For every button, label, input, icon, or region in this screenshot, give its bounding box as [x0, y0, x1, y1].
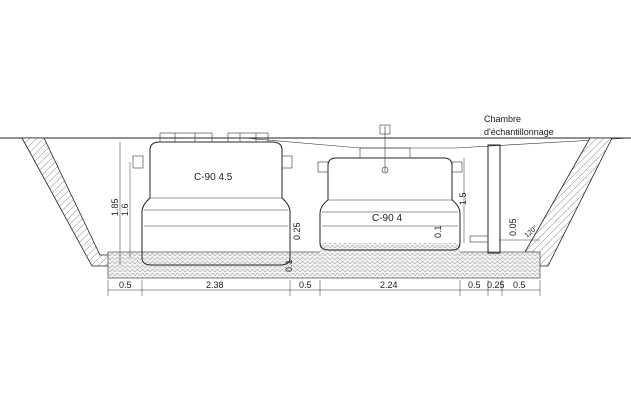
gap-dim: 0.25 — [292, 222, 302, 240]
base-dim: 0.1 — [284, 259, 294, 272]
tank-2-label: C-90 4 — [372, 213, 402, 224]
tank-2-height-dim: 1.5 — [458, 192, 468, 205]
ground-surface — [0, 137, 631, 149]
tank-1-label: C-90 4.5 — [194, 172, 233, 183]
bottom-dim-4: 2.24 — [380, 280, 398, 290]
chamber-label-line1: Chambre — [484, 114, 521, 124]
tank-c90-4: C-90 4 — [317, 124, 463, 251]
tank-1-inner-dim: 1.6 — [120, 203, 130, 216]
bottom-dim-6: 0.25 — [487, 280, 505, 290]
vertical-dimensions: 1.85 1.6 0.25 0.1 1.5 0.1 0.05 — [110, 142, 518, 272]
bottom-dim-2: 2.38 — [206, 280, 224, 290]
right-wall-hatch — [524, 137, 613, 267]
bottom-dimension-chain: 0.5 2.38 0.5 2.24 0.5 0.25 0.5 — [107, 280, 541, 296]
tank-2-inner-dim: 0.1 — [433, 225, 443, 238]
left-wall-hatch — [21, 137, 116, 267]
chamber-label-line2: d'échantillonnage — [484, 127, 554, 137]
tank-1-height-dim: 1.85 — [110, 198, 120, 216]
bottom-dim-5: 0.5 — [468, 280, 481, 290]
tank-c90-45: C-90 4.5 — [132, 132, 293, 266]
chamber-dim: 0.05 — [508, 218, 518, 236]
bottom-dim-7: 0.5 — [513, 280, 526, 290]
bottom-dim-3: 0.5 — [299, 280, 312, 290]
gravel-bed — [107, 243, 541, 279]
bottom-dim-1: 0.5 — [119, 280, 132, 290]
